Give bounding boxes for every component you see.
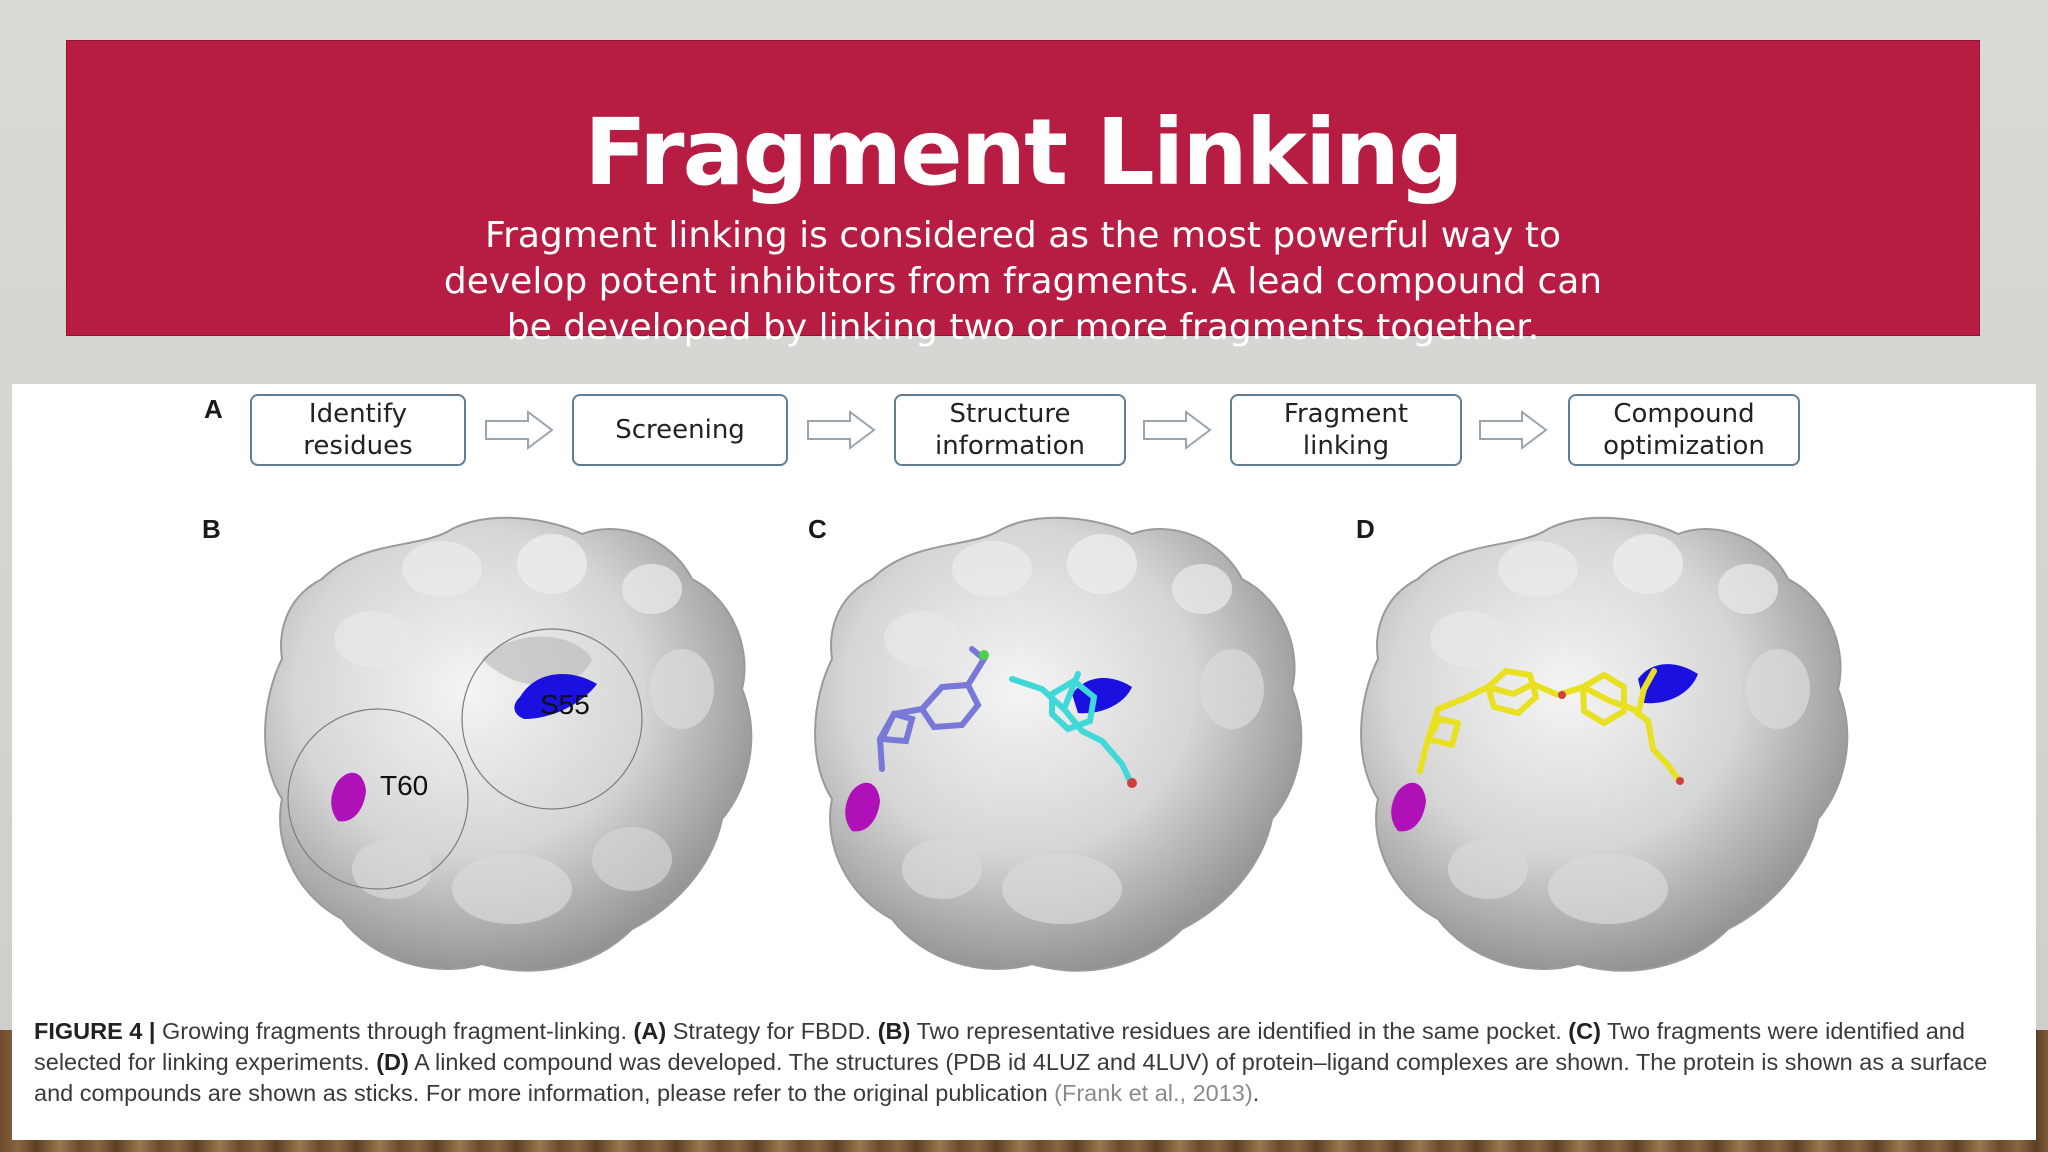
caption-panel-ref: (A) [633,1018,667,1044]
slide-title: Fragment Linking [584,99,1464,206]
step-line: Compound [1613,399,1755,429]
fragment-1-sticks [876,646,988,772]
step-line: Identify [308,399,408,429]
caption-text: Strategy for FBDD. [666,1018,878,1044]
panel-label-c: C [808,514,827,544]
subtitle-line: be developed by linking two or more frag… [506,307,1540,348]
caption-text: . [1252,1080,1260,1106]
residue-s55-patch [514,674,597,719]
protein-surface-panel-b: S55 T60 [264,516,753,972]
subtitle-line: Fragment linking is considered as the mo… [484,215,1561,256]
right-arrow-icon [485,410,554,450]
panel-label-b: B [202,514,221,544]
right-arrow-icon [1143,410,1212,450]
caption-panel-ref: (B) [877,1018,911,1044]
right-arrow-icon [807,410,876,450]
residue-label-s55: S55 [540,689,590,720]
step-line: linking [1302,431,1390,461]
fragment-2-sticks [1009,671,1133,784]
step-screening: Screening [572,394,788,466]
caption-panel-ref: (D) [376,1049,409,1075]
title-banner: Fragment Linking Fragment linking is con… [66,40,1980,348]
subtitle-line: develop potent inhibitors from fragments… [443,261,1603,302]
caption-text: Two fragments were identified and select… [34,1018,1965,1075]
caption-text: Growing fragments through fragment-linki… [155,1018,634,1044]
caption-text: Two representative residues are identifi… [910,1018,1569,1044]
caption-reference-link[interactable]: (Frank et al., 2013) [1054,1080,1253,1106]
residue-t60-patch [331,772,366,822]
step-line: Structure [949,399,1071,429]
caption-text: A linked compound was developed. The str… [34,1049,1988,1106]
residue-label-t60: T60 [380,770,428,801]
protein-surface-panel-c [814,516,1303,972]
protein-surface-panel-d [1360,516,1849,972]
step-line: Fragment [1283,399,1409,429]
step-line: information [934,431,1086,461]
right-arrow-icon [1479,410,1548,450]
panel-label-d: D [1356,514,1375,544]
panel-label-a: A [204,394,223,424]
caption-panel-ref: (C) [1568,1018,1601,1044]
figure-caption: FIGURE 4 | Growing fragments through fra… [34,1016,2014,1109]
step-line: residues [303,431,413,461]
slide-subtitle: Fragment linking is considered as the mo… [67,213,1979,351]
caption-label: FIGURE 4 | [34,1018,156,1044]
step-line: optimization [1603,431,1765,461]
step-line: Screening [615,415,745,445]
